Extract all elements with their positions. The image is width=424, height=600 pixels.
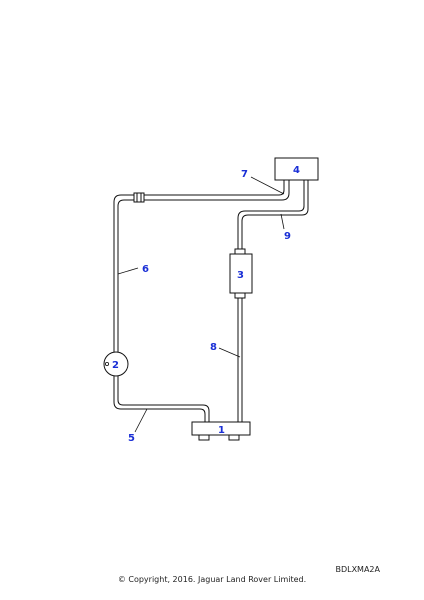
hose-5 <box>113 376 210 422</box>
hose-8 <box>237 297 243 422</box>
diagram-reference-code: BDLXMA2A <box>335 565 380 574</box>
callout-5: 5 <box>128 433 135 444</box>
callout-1: 1 <box>218 425 225 436</box>
callout-4: 4 <box>293 165 300 176</box>
component-2-pump <box>103 351 129 377</box>
leader-lines <box>117 176 285 433</box>
copyright-notice: © Copyright, 2016. Jaguar Land Rover Lim… <box>117 575 307 584</box>
callout-8: 8 <box>210 342 217 353</box>
hose-connector <box>133 192 145 203</box>
hose-9 <box>237 180 309 250</box>
component-3-canister <box>229 248 253 299</box>
component-1-base-unit <box>191 421 251 441</box>
callout-7: 7 <box>241 169 248 180</box>
callout-9: 9 <box>284 231 291 242</box>
component-4-box <box>274 157 319 181</box>
callout-2: 2 <box>112 360 119 371</box>
callout-3: 3 <box>237 270 244 281</box>
hose-6-7 <box>113 180 290 352</box>
callout-6: 6 <box>142 264 149 275</box>
